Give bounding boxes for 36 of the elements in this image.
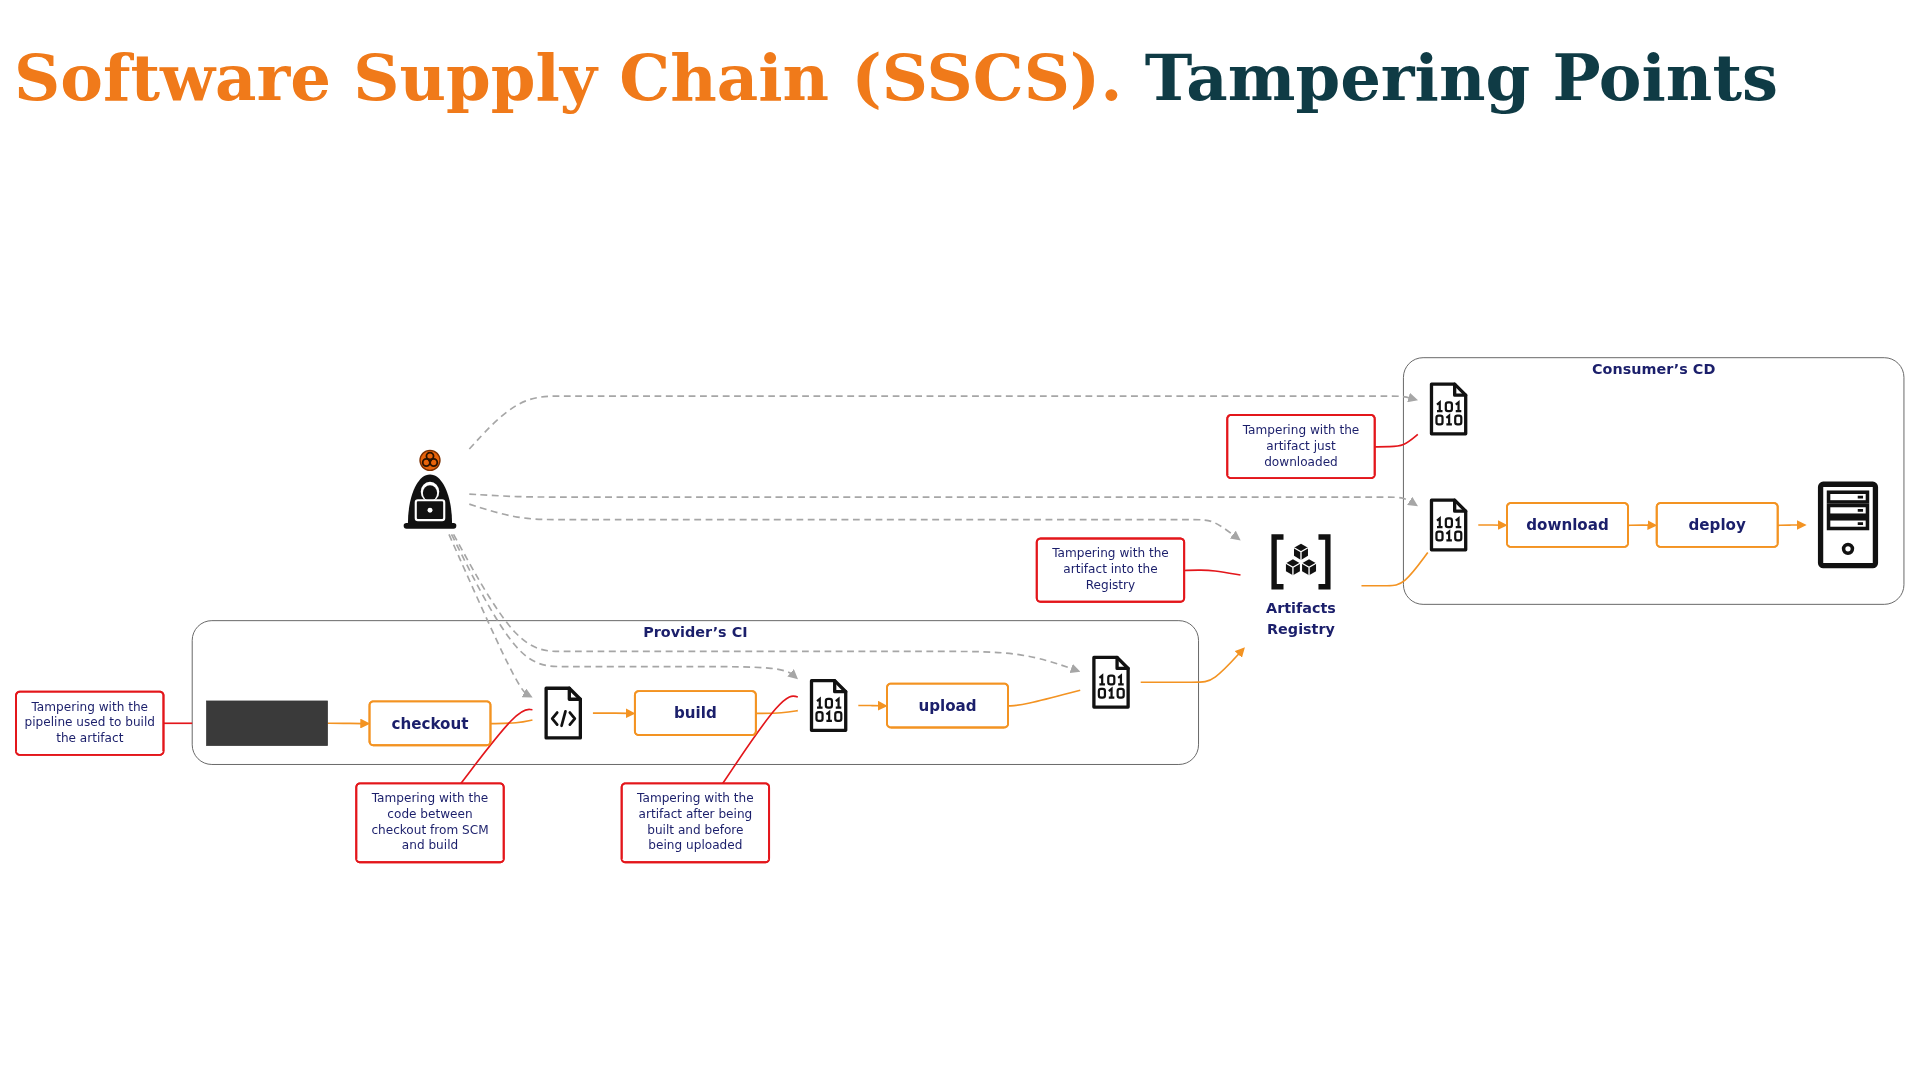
binary-file-icon (1429, 498, 1468, 552)
callout-bubble: Tampering with the pipeline used to build the artifact (15, 690, 165, 756)
hacker-icon (403, 449, 457, 529)
connector-line (1360, 551, 1429, 587)
dashed-arrow (450, 533, 798, 680)
dashed-arrow (468, 503, 1241, 541)
callout-bubble: Tampering with the artifact after being built and before being uploaded (620, 782, 771, 864)
plain-block (206, 700, 328, 746)
binary-file-icon (809, 679, 848, 732)
connector-line (755, 709, 799, 715)
group-title: Consumer’s CD (1592, 359, 1716, 377)
binary-file-icon (1429, 382, 1468, 436)
process-box: download (1506, 502, 1629, 548)
dashed-arrow (448, 533, 533, 698)
cubes-icon (1271, 534, 1331, 590)
callout-bubble: Tampering with the artifact just downloaded (1226, 414, 1376, 480)
process-box: build (633, 690, 757, 736)
title: Software Supply Chain (SSCS). Tampering Points (14, 40, 1778, 115)
process-box: checkout (368, 700, 492, 747)
process-box: upload (886, 682, 1009, 729)
node-label: Artifacts Registry (1265, 597, 1337, 640)
code-file-icon (544, 686, 582, 740)
arrow (857, 700, 888, 711)
dashed-arrow (468, 392, 1418, 450)
callout-bubble: Tampering with the artifact into the Registry (1035, 537, 1186, 603)
arrow (1477, 520, 1508, 530)
arrow (1777, 520, 1807, 530)
arrow (1139, 647, 1245, 684)
server-icon (1817, 481, 1879, 569)
callout-bubble: Tampering with the code between checkout from SCM and build (355, 782, 505, 864)
dashed-arrow (452, 533, 1081, 674)
binary-file-icon (1092, 655, 1130, 709)
dashed-arrow (468, 493, 1418, 507)
process-box: deploy (1655, 502, 1779, 548)
connector-line (490, 719, 534, 725)
group-title: Provider’s CI (643, 622, 748, 640)
